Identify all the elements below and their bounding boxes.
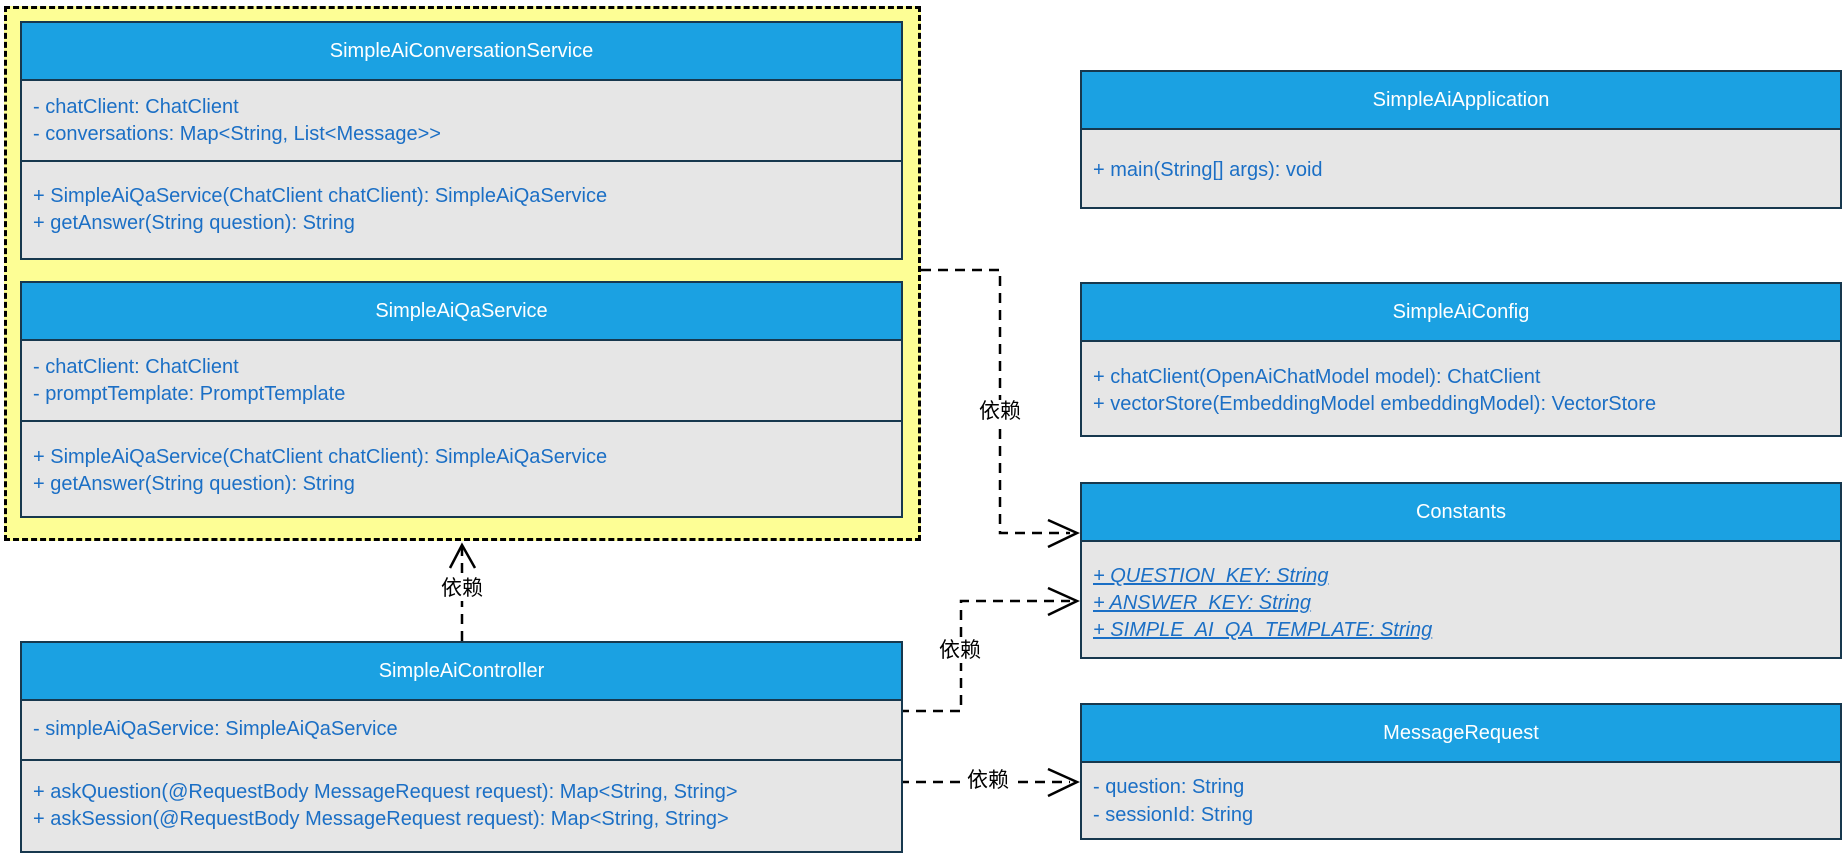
attributes-section: - chatClient: ChatClient - promptTemplat…: [22, 339, 901, 420]
static-field: + SIMPLE_AI_QA_TEMPLATE: String: [1093, 619, 1433, 641]
dependency-label: 依赖: [937, 639, 983, 663]
class-title: Constants: [1082, 484, 1840, 540]
class-title: SimpleAiQaService: [22, 283, 901, 339]
class-simple-ai-application[interactable]: SimpleAiApplication + main(String[] args…: [1080, 70, 1842, 209]
methods-section: + askQuestion(@RequestBody MessageReques…: [22, 759, 901, 851]
method: + getAnswer(String question): String: [33, 212, 355, 234]
static-field: + QUESTION_KEY: String: [1093, 565, 1329, 587]
attributes-section: - question: String - sessionId: String: [1082, 761, 1840, 838]
class-title: SimpleAiConfig: [1082, 284, 1840, 340]
class-simple-ai-conversation-service[interactable]: SimpleAiConversationService - chatClient…: [20, 21, 903, 260]
methods-section: + chatClient(OpenAiChatModel model): Cha…: [1082, 340, 1840, 435]
method: + askQuestion(@RequestBody MessageReques…: [33, 781, 738, 803]
methods-section: + SimpleAiQaService(ChatClient chatClien…: [22, 160, 901, 258]
method: + vectorStore(EmbeddingModel embeddingMo…: [1093, 393, 1657, 415]
static-fields-section: + QUESTION_KEY: String + ANSWER_KEY: Str…: [1082, 540, 1840, 657]
attributes-section: - simpleAiQaService: SimpleAiQaService: [22, 699, 901, 759]
class-simple-ai-config[interactable]: SimpleAiConfig + chatClient(OpenAiChatMo…: [1080, 282, 1842, 437]
method: + SimpleAiQaService(ChatClient chatClien…: [33, 185, 608, 207]
class-simple-ai-controller[interactable]: SimpleAiController - simpleAiQaService: …: [20, 641, 903, 853]
attribute: - simpleAiQaService: SimpleAiQaService: [33, 718, 398, 740]
class-message-request[interactable]: MessageRequest - question: String - sess…: [1080, 703, 1842, 840]
attribute: - conversations: Map<String, List<Messag…: [33, 123, 441, 145]
edge-controller-to-constants[interactable]: [899, 586, 1080, 713]
class-constants[interactable]: Constants + QUESTION_KEY: String + ANSWE…: [1080, 482, 1842, 659]
dependency-label: 依赖: [965, 769, 1011, 793]
methods-section: + SimpleAiQaService(ChatClient chatClien…: [22, 420, 901, 516]
method: + getAnswer(String question): String: [33, 473, 355, 495]
dependency-label: 依赖: [977, 400, 1023, 424]
method: + chatClient(OpenAiChatModel model): Cha…: [1093, 366, 1541, 388]
attributes-section: - chatClient: ChatClient - conversations…: [22, 79, 901, 160]
attribute: - question: String: [1093, 776, 1245, 798]
attribute: - chatClient: ChatClient: [33, 356, 239, 378]
attribute: - sessionId: String: [1093, 804, 1254, 826]
dependency-label: 依赖: [439, 577, 485, 601]
methods-section: + main(String[] args): void: [1082, 128, 1840, 207]
method: + askSession(@RequestBody MessageRequest…: [33, 808, 729, 830]
attribute: - promptTemplate: PromptTemplate: [33, 383, 346, 405]
class-simple-ai-qa-service[interactable]: SimpleAiQaService - chatClient: ChatClie…: [20, 281, 903, 518]
class-title: MessageRequest: [1082, 705, 1840, 761]
attribute: - chatClient: ChatClient: [33, 96, 239, 118]
method: + main(String[] args): void: [1093, 159, 1323, 181]
class-title: SimpleAiApplication: [1082, 72, 1840, 128]
class-title: SimpleAiController: [22, 643, 901, 699]
method: + SimpleAiQaService(ChatClient chatClien…: [33, 446, 608, 468]
class-title: SimpleAiConversationService: [22, 23, 901, 79]
static-field: + ANSWER_KEY: String: [1093, 592, 1312, 614]
